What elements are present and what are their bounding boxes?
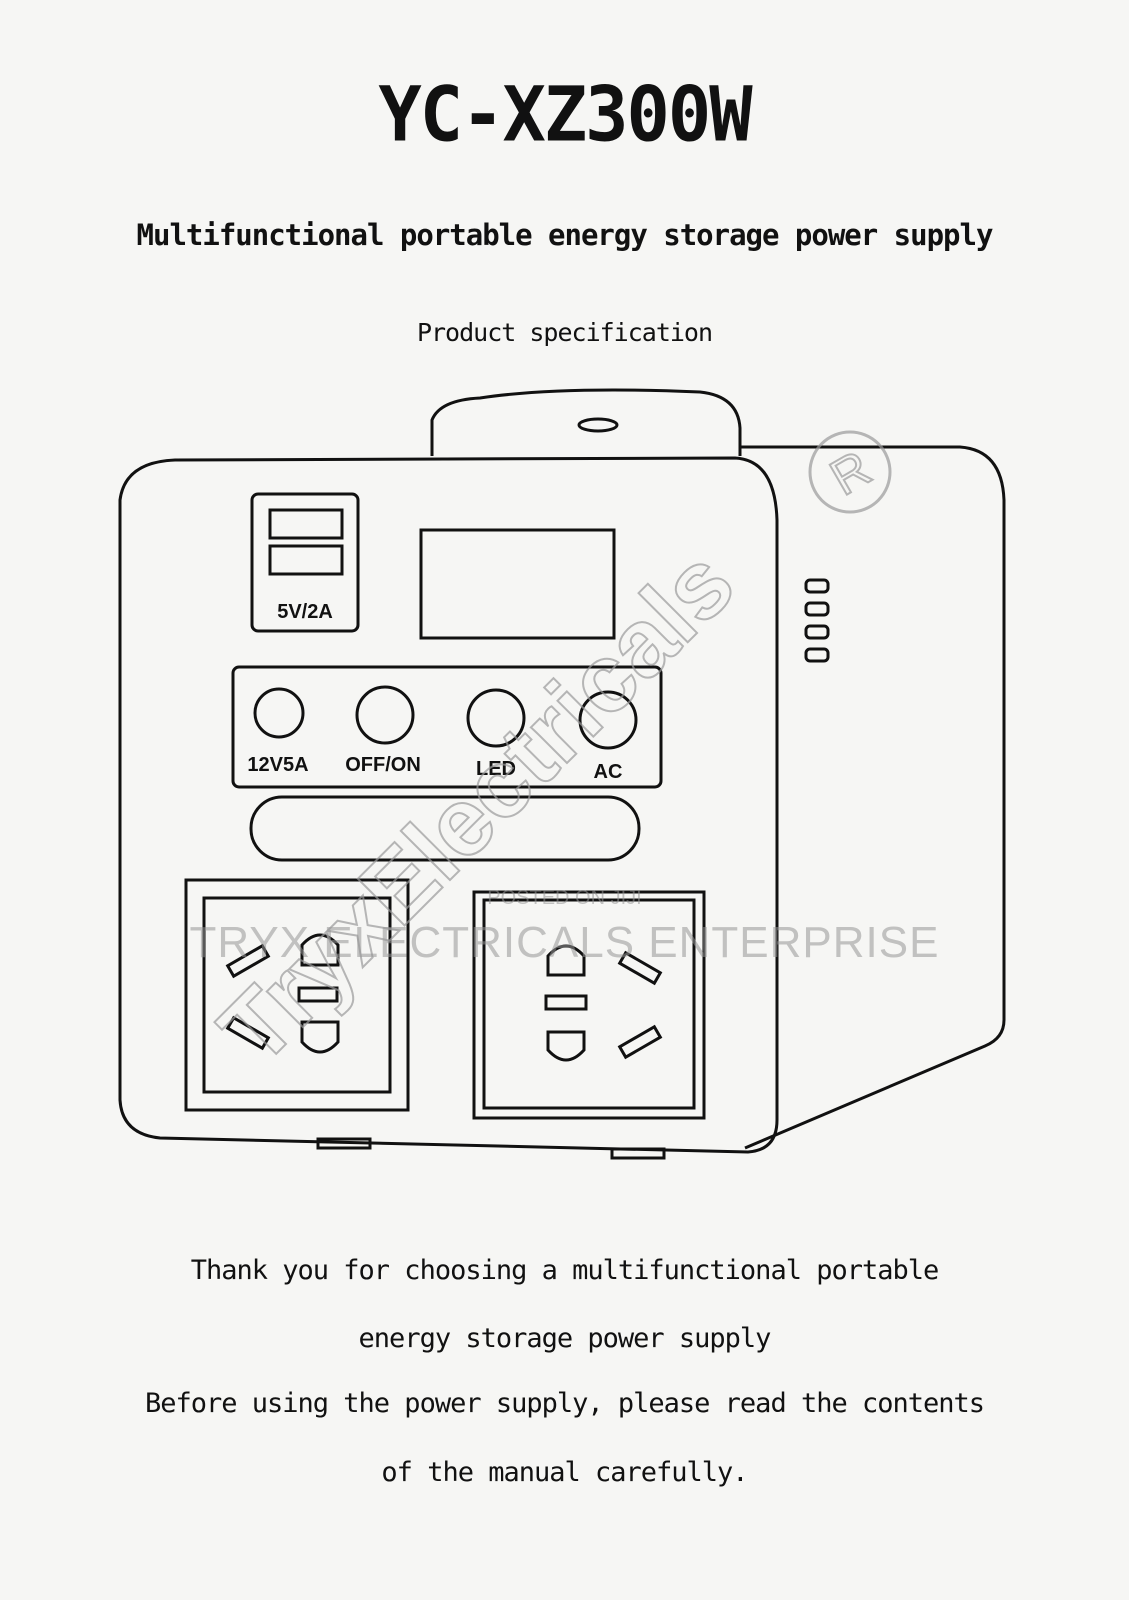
- button-led: [466, 688, 526, 748]
- posted-watermark: POSTED ON JIJI: [487, 887, 642, 909]
- power-station-illustration: 5V/2A 12V5A OFF/ON LED AC TryxElectrical…: [118, 388, 1006, 1160]
- usb-port-2: [268, 544, 344, 576]
- device-foot-left: [316, 1137, 372, 1150]
- button-panel: [231, 665, 663, 789]
- device-front-panel: [118, 456, 779, 1154]
- intro-line-4: of the manual carefully.: [381, 1457, 748, 1488]
- handle-slot: [577, 417, 619, 433]
- button-ac: [578, 690, 638, 750]
- ac-outlet-left-frame: [184, 878, 410, 1112]
- label-ac: AC: [594, 761, 623, 783]
- light-bar: [249, 795, 641, 862]
- button-12v5a: [253, 687, 305, 739]
- device-side-panel: [740, 445, 1006, 1150]
- button-off-on: [355, 685, 415, 745]
- model-title: YC-XZ300W: [378, 69, 752, 159]
- registered-mark-circle: [808, 430, 892, 514]
- product-subtitle: Multifunctional portable energy storage …: [136, 218, 994, 252]
- ac-outlet-right-frame: [472, 890, 706, 1120]
- intro-line-1: Thank you for choosing a multifunctional…: [190, 1255, 940, 1286]
- device-handle: [430, 388, 742, 456]
- section-heading: Product specification: [416, 318, 713, 347]
- label-12v5a: 12V5A: [247, 754, 308, 776]
- company-watermark: TRYX ELECTRICALS ENTERPRISE: [189, 918, 940, 967]
- usb-port-1: [268, 508, 344, 540]
- lcd-display: [419, 528, 616, 640]
- registered-mark: R: [821, 440, 880, 507]
- usb-port-label: 5V/2A: [277, 601, 333, 623]
- usb-port-block: [250, 492, 360, 633]
- intro-line-3: Before using the power supply, please re…: [144, 1388, 985, 1419]
- label-off-on: OFF/ON: [345, 754, 421, 776]
- device-foot-right: [610, 1147, 666, 1160]
- intro-line-2: energy storage power supply: [358, 1323, 772, 1354]
- label-led: LED: [476, 758, 516, 780]
